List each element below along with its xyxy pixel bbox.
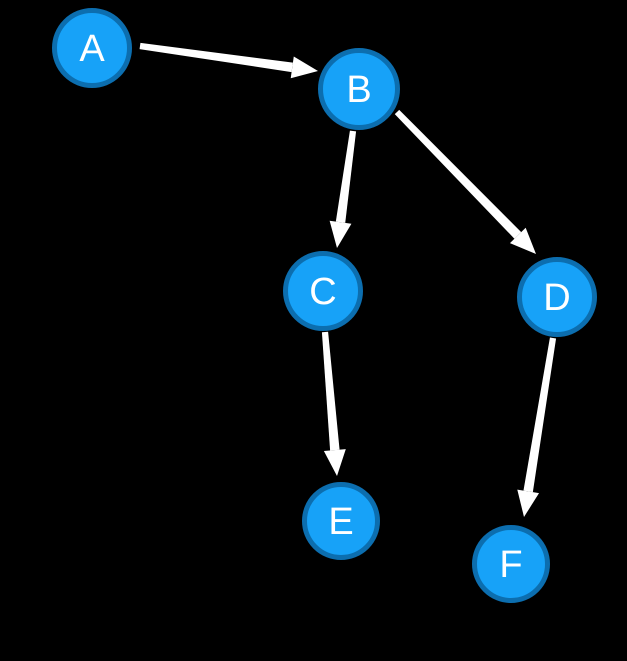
graph-edge-b-to-d[interactable] xyxy=(394,109,536,254)
graph-node-a[interactable]: A xyxy=(52,8,132,88)
node-circle xyxy=(517,257,597,337)
graph-node-f[interactable]: F xyxy=(472,525,550,603)
node-circle xyxy=(318,48,400,130)
arrowhead-icon xyxy=(517,489,540,517)
graph-edge-d-to-f[interactable] xyxy=(517,337,557,518)
node-circle xyxy=(283,251,363,331)
graph-node-e[interactable]: E xyxy=(302,482,380,560)
graph-edge-c-to-e[interactable] xyxy=(321,331,346,476)
graph-edge-a-to-b[interactable] xyxy=(139,42,318,79)
node-circle xyxy=(472,525,550,603)
arrowhead-icon xyxy=(509,227,536,254)
edge-line xyxy=(394,109,522,239)
graph-node-c[interactable]: C xyxy=(283,251,363,331)
arrowhead-icon xyxy=(290,56,318,79)
graph-edge-b-to-c[interactable] xyxy=(329,130,357,248)
arrowhead-icon xyxy=(323,449,346,476)
graph-node-d[interactable]: D xyxy=(517,257,597,337)
edge-line xyxy=(139,42,293,73)
edges-layer xyxy=(139,42,557,518)
arrowhead-icon xyxy=(329,220,352,248)
graph-node-b[interactable]: B xyxy=(318,48,400,130)
edge-line xyxy=(523,337,557,493)
node-circle xyxy=(302,482,380,560)
edge-line xyxy=(321,331,340,451)
node-circle xyxy=(52,8,132,88)
edge-line xyxy=(335,130,357,223)
